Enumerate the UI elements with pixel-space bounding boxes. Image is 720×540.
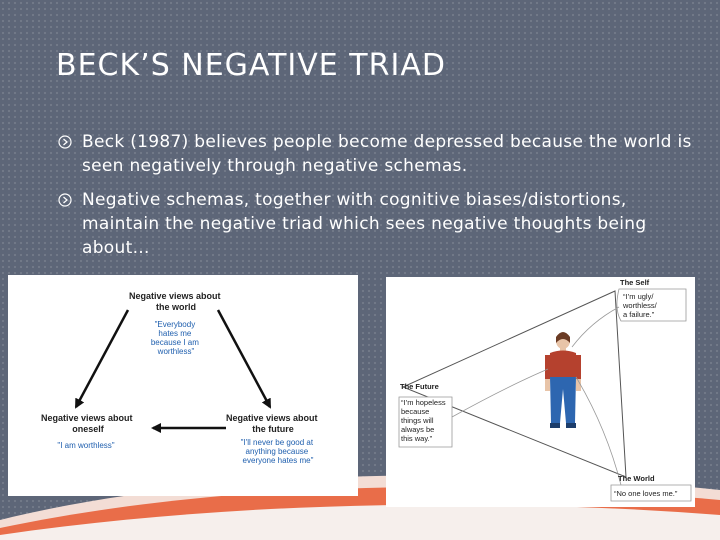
top-quote-line: "Everybody xyxy=(155,320,196,329)
left-heading-line: oneself xyxy=(72,424,105,434)
future-heading: The Future xyxy=(400,382,439,391)
future-quote-line: things will xyxy=(401,416,434,425)
circled-arrow-right-icon xyxy=(58,135,72,149)
top-quote-line: because I am xyxy=(151,338,199,347)
bullet-text: Beck (1987) believes people become depre… xyxy=(82,132,692,176)
right-heading-line: Negative views about xyxy=(226,413,318,423)
right-quote-line: "I'll never be good at xyxy=(241,438,314,447)
triad-diagram: Negative views about the world "Everybod… xyxy=(8,275,358,496)
top-heading-line: the world xyxy=(156,302,196,312)
triad-illustration: The Self “I’m ugly/ worthless/ a failure… xyxy=(386,277,695,507)
bullet-text: Negative schemas, together with cognitiv… xyxy=(82,190,646,258)
self-heading: The Self xyxy=(620,278,650,287)
triad-diagram-canvas: Negative views about the world "Everybod… xyxy=(8,275,358,496)
self-quote-line: a failure.” xyxy=(623,310,655,319)
self-quote-line: worthless/ xyxy=(622,301,658,310)
left-heading-line: Negative views about xyxy=(41,413,133,423)
top-heading-line: Negative views about xyxy=(129,291,221,301)
self-quote-line: “I’m ugly/ xyxy=(623,292,654,301)
world-quote: “No one loves me.” xyxy=(614,489,678,498)
right-quote-line: everyone hates me" xyxy=(243,456,314,465)
top-quote-line: hates me xyxy=(158,329,191,338)
circled-arrow-right-icon xyxy=(58,193,72,207)
future-quote-line: “I’m hopeless xyxy=(401,398,446,407)
svg-text:“I’m ugly/ worthless/: “I’m ugly/ worthless/ a failure.” xyxy=(622,292,659,319)
arrow-world-to-self xyxy=(76,310,128,407)
right-heading-line: the future xyxy=(252,424,294,434)
top-quote-line: worthless" xyxy=(157,347,195,356)
left-quote: "I am worthless" xyxy=(57,441,114,450)
triad-illustration-canvas: The Self “I’m ugly/ worthless/ a failure… xyxy=(386,277,695,507)
future-quote-line: this way.” xyxy=(401,434,433,443)
future-quote-line: because xyxy=(401,407,429,416)
svg-text:"I'll never be good at a: "I'll never be good at anything because … xyxy=(241,438,316,465)
svg-text:Negative views about the: Negative views about the future xyxy=(226,413,320,434)
future-quote-line: always be xyxy=(401,425,434,434)
right-quote-line: anything because xyxy=(246,447,309,456)
bullet-list: Beck (1987) believes people become depre… xyxy=(58,130,698,270)
svg-text:Negative views about one: Negative views about oneself xyxy=(41,413,135,434)
svg-text:"Everybody hates me: "Everybody hates me because I am worthle… xyxy=(151,320,201,356)
svg-text:Negative views about the: Negative views about the world xyxy=(129,291,223,312)
bullet-item: Beck (1987) believes people become depre… xyxy=(58,130,698,178)
bullet-item: Negative schemas, together with cognitiv… xyxy=(58,188,698,260)
person-figure xyxy=(545,332,581,428)
arrow-world-to-future xyxy=(218,310,270,407)
slide-title: BECK’S NEGATIVE TRIAD xyxy=(56,48,446,83)
world-heading: The World xyxy=(618,474,655,483)
